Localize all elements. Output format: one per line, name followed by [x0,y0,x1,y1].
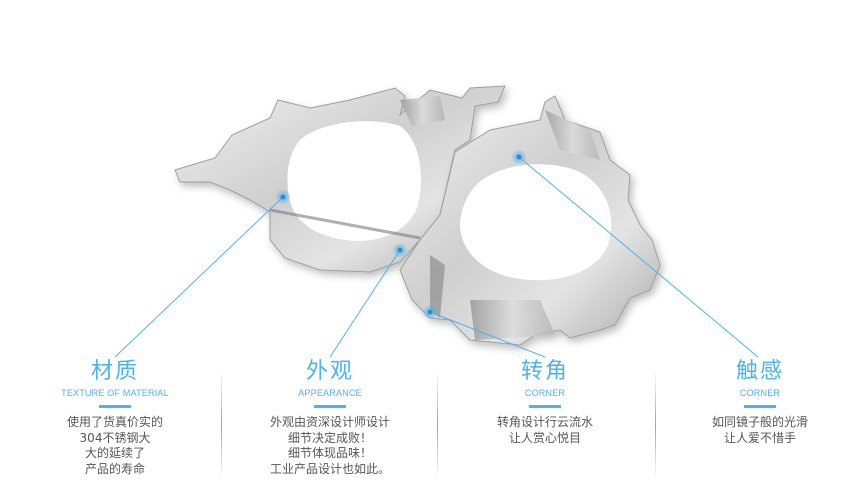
feature-description: 使用了货真价实的 304不锈钢大 大的延续了 产品的寿命 [66,415,163,476]
feature-title: 触感 [735,359,784,384]
accent-bar [314,405,346,408]
column-divider [437,370,438,480]
feature-touch: 触感 CORNER 如同镜子般的光滑 让人爱不惜手 [665,358,855,446]
feature-subtitle: CORNER [524,388,566,398]
feature-material: 材质 TEXTURE OF MATERIAL 使用了货真价实的 304不锈钢大 … [20,358,210,477]
callout-lines [114,156,759,358]
feature-description: 如同镜子般的光滑 让人爱不惜手 [711,415,808,445]
column-divider [221,370,222,480]
accent-bar [529,405,561,408]
feature-subtitle: TEXTURE OF MATERIAL [61,388,169,398]
right-bracket [399,95,661,346]
feature-appearance: 外观 APPEARANCE 外观由资深设计师设计 细节决定成败！ 细节体现品味！… [235,358,425,477]
feature-subtitle: CORNER [739,388,781,398]
left-bracket [174,85,506,273]
feature-title: 转角 [520,359,569,384]
feature-description: 转角设计行云流水 让人赏心悦目 [496,415,593,445]
feature-subtitle: APPEARANCE [298,388,362,398]
feature-corner: 转角 CORNER 转角设计行云流水 让人赏心悦目 [450,358,640,446]
callout-dots [276,150,526,319]
feature-description: 外观由资深设计师设计 细节决定成败！ 细节体现品味！ 工业产品设计也如此。 [269,415,390,476]
feature-title: 外观 [305,359,354,384]
column-divider [655,370,656,480]
accent-bar [744,405,776,408]
feature-title: 材质 [90,359,139,384]
accent-bar [99,405,131,408]
